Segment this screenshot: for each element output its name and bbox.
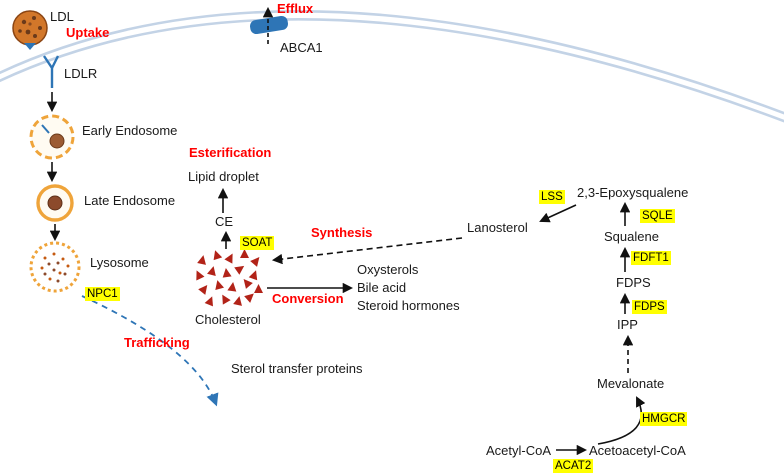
cholesterol-label: Cholesterol: [195, 312, 261, 327]
npc1-gene-label: NPC1: [85, 287, 120, 301]
late-endosome-label: Late Endosome: [84, 193, 176, 208]
epoxysqualene-to-lanosterol-arrow: [539, 204, 577, 223]
lysosome-label: Lysosome: [90, 255, 149, 270]
steroid-hormones-label: Steroid hormones: [357, 298, 460, 313]
biosynthesis-arrows: [539, 201, 646, 456]
endocytosis-arrows: [46, 92, 61, 242]
lss-gene-label: LSS: [539, 190, 565, 204]
lipid-droplet-label: Lipid droplet: [188, 169, 259, 184]
oxysterols-label: Oxysterols: [357, 262, 419, 277]
acetoacetyl-coa-label: Acetoacetyl-CoA: [589, 443, 686, 458]
soat-gene-label: SOAT: [240, 236, 275, 250]
sterol-transfer-proteins-label: Sterol transfer proteins: [231, 361, 363, 376]
trafficking-label: Trafficking: [124, 335, 190, 350]
fdft1-gene-label: FDFT1: [631, 251, 671, 265]
mevalonate-label: Mevalonate: [597, 376, 665, 391]
lanosterol-label: Lanosterol: [467, 220, 528, 235]
lysosome: [29, 241, 81, 293]
cell-membrane: [0, 10, 784, 123]
epoxysqualene-label: 2,3-Epoxysqualene: [577, 185, 689, 200]
late-endosome: [36, 184, 74, 222]
ce-label: CE: [215, 214, 234, 229]
bile-acid-label: Bile acid: [357, 280, 407, 295]
ldl-label: LDL: [50, 9, 74, 24]
ldl-particle: [12, 10, 48, 50]
ldlr-receptor: [43, 55, 60, 88]
squalene-label: Squalene: [604, 229, 659, 244]
fdps-metabolite-label: FDPS: [616, 275, 651, 290]
ipp-label: IPP: [617, 317, 638, 332]
ldlr-label: LDLR: [64, 66, 98, 81]
early-endosome-label: Early Endosome: [82, 123, 178, 138]
hmgcr-gene-label: HMGCR: [640, 412, 688, 426]
hmgcr-arrow: [597, 396, 646, 445]
synthesis-label: Synthesis: [311, 225, 373, 240]
esterification-arrows: [217, 187, 232, 249]
cholesterol-cluster: [192, 248, 263, 307]
abca1-transporter: [250, 6, 288, 44]
esterification-label: Esterification: [189, 145, 272, 160]
sqle-gene-label: SQLE: [640, 209, 675, 223]
apolipoprotein-mark: [24, 43, 36, 50]
conversion-label: Conversion: [272, 291, 344, 306]
efflux-label: Efflux: [277, 1, 314, 16]
acetyl-coa-label: Acetyl-CoA: [486, 443, 552, 458]
uptake-label: Uptake: [66, 25, 110, 40]
synthesis-arrow: [271, 237, 463, 265]
early-endosome: [29, 114, 75, 160]
trafficking-arrow: [81, 295, 219, 407]
abca1-label: ABCA1: [280, 40, 323, 55]
acat2-gene-label: ACAT2: [553, 459, 594, 473]
fdps-gene-label: FDPS: [632, 300, 667, 314]
